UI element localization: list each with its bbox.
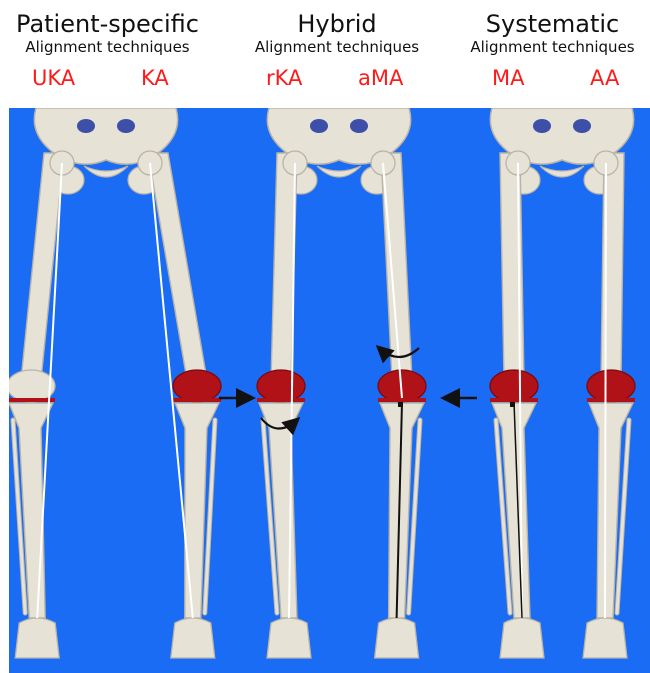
foot-bones [171,618,215,658]
right-angle-marker [510,402,515,407]
knee-implant-icon [257,370,305,402]
group-title: Hybrid [232,10,442,38]
scene-background [9,108,650,673]
foot-bones [267,618,311,658]
group-subtitle: Alignment techniques [232,38,442,56]
foot-bones [583,618,627,658]
sacral-foramen [117,119,135,133]
tibial-plate [173,398,221,402]
group-subtitle: Alignment techniques [455,38,650,56]
tibial-plate [378,398,426,402]
technique-label-ma: MA [492,66,524,90]
sacral-foramen [533,119,551,133]
group-title: Patient-specific [0,10,215,38]
knee-implant-icon [490,370,538,402]
technique-label-uka: UKA [32,66,75,90]
tibial-plate [490,398,538,402]
sacral-foramen [350,119,368,133]
sacral-foramen [77,119,95,133]
group-subtitle: Alignment techniques [0,38,215,56]
foot-bones [500,618,544,658]
technique-label-rka: rKA [266,66,302,90]
knee-implant-icon [587,370,635,402]
sacral-foramen [573,119,591,133]
knee-implant-icon [173,370,221,402]
foot-bones [15,618,59,658]
mechanical-axis-line [605,163,606,618]
tibial-plate [257,398,305,402]
group-title: Systematic [455,10,650,38]
technique-label-aa: AA [590,66,619,90]
tibial-plate [587,398,635,402]
technique-label-ka: KA [141,66,169,90]
group-systematic: Systematic Alignment techniques [455,0,650,56]
technique-label-ama: aMA [358,66,403,90]
skeleton-scene [9,108,650,673]
group-patient-specific: Patient-specific Alignment techniques [0,0,215,56]
right-angle-marker [398,402,403,407]
foot-bones [375,618,419,658]
femur-icon [601,153,624,380]
group-hybrid: Hybrid Alignment techniques [232,0,442,56]
femoral-condyles [9,370,55,402]
sacral-foramen [310,119,328,133]
